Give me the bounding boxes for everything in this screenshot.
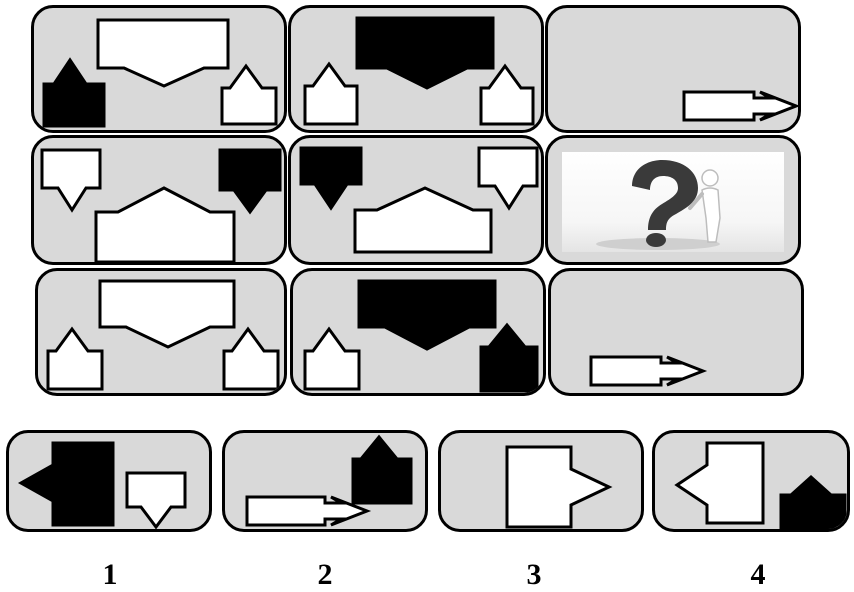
option-drawing: [17, 441, 187, 529]
cell-drawing: [46, 279, 280, 391]
option-label-2: 2: [317, 558, 333, 591]
up-arrow-box-white-icon: [303, 326, 361, 391]
option-drawing: [245, 434, 413, 527]
option-1[interactable]: [6, 430, 212, 532]
option-4[interactable]: [652, 430, 850, 532]
option-2[interactable]: [222, 430, 428, 532]
down-arrow-box-black-icon: [218, 148, 282, 215]
left-arrow-box-black-icon: [17, 441, 115, 527]
down-arrow-box-white-icon: [40, 148, 102, 213]
down-arrow-box-white-icon: [98, 279, 236, 349]
cell-drawing: [40, 148, 282, 262]
option-drawing: [505, 445, 613, 529]
cell-drawing: [682, 90, 798, 122]
up-arrow-box-white-icon: [46, 326, 104, 391]
right-arrow-box-white-icon: [682, 90, 798, 122]
down-arrow-box-black-icon: [299, 146, 363, 211]
cell-drawing: [299, 146, 539, 254]
question-mark-figure-icon: [562, 152, 784, 252]
right-arrow-box-white-icon: [589, 355, 708, 387]
up-arrow-box-white-icon: [353, 186, 493, 254]
up-arrow-box-white-icon: [220, 63, 278, 126]
up-arrow-box-black-icon: [779, 474, 847, 529]
up-arrow-box-white-icon: [303, 61, 359, 126]
option-3[interactable]: [438, 430, 644, 532]
grid-cell-r2c3: [545, 135, 801, 265]
left-arrow-box-white-icon: [674, 441, 765, 525]
option-label-1: 1: [102, 558, 118, 591]
question-mark-figure: [596, 160, 721, 250]
up-arrow-box-white-icon: [94, 186, 236, 262]
down-arrow-box-white-icon: [125, 471, 187, 529]
up-arrow-box-white-icon: [222, 326, 280, 391]
cell-drawing: [303, 279, 539, 393]
grid-cell-r1c2: [288, 5, 544, 133]
right-arrow-box-white-icon: [245, 495, 372, 527]
up-arrow-box-black-icon: [351, 434, 413, 505]
grid-cell-r2c1: [31, 135, 287, 265]
down-arrow-box-black-icon: [355, 16, 495, 90]
down-arrow-box-black-icon: [357, 279, 497, 351]
down-arrow-box-white-icon: [96, 18, 230, 88]
cell-drawing: [303, 16, 535, 126]
grid-cell-r1c3: [545, 5, 801, 133]
option-label-4: 4: [750, 558, 766, 591]
cell-drawing: [42, 18, 278, 128]
grid-cell-r3c3: [548, 268, 804, 396]
down-arrow-box-white-icon: [477, 146, 539, 211]
up-arrow-box-black-icon: [479, 322, 539, 393]
option-label-3: 3: [526, 558, 542, 591]
grid-cell-r2c2: [288, 135, 544, 265]
up-arrow-box-white-icon: [479, 63, 535, 126]
up-arrow-box-black-icon: [42, 57, 106, 128]
right-arrow-box-white-icon: [505, 445, 613, 529]
grid-cell-r1c1: [31, 5, 287, 133]
cell-drawing: [589, 355, 708, 387]
option-drawing: [674, 441, 847, 529]
grid-cell-r3c2: [290, 268, 546, 396]
grid-cell-r3c1: [35, 268, 287, 396]
